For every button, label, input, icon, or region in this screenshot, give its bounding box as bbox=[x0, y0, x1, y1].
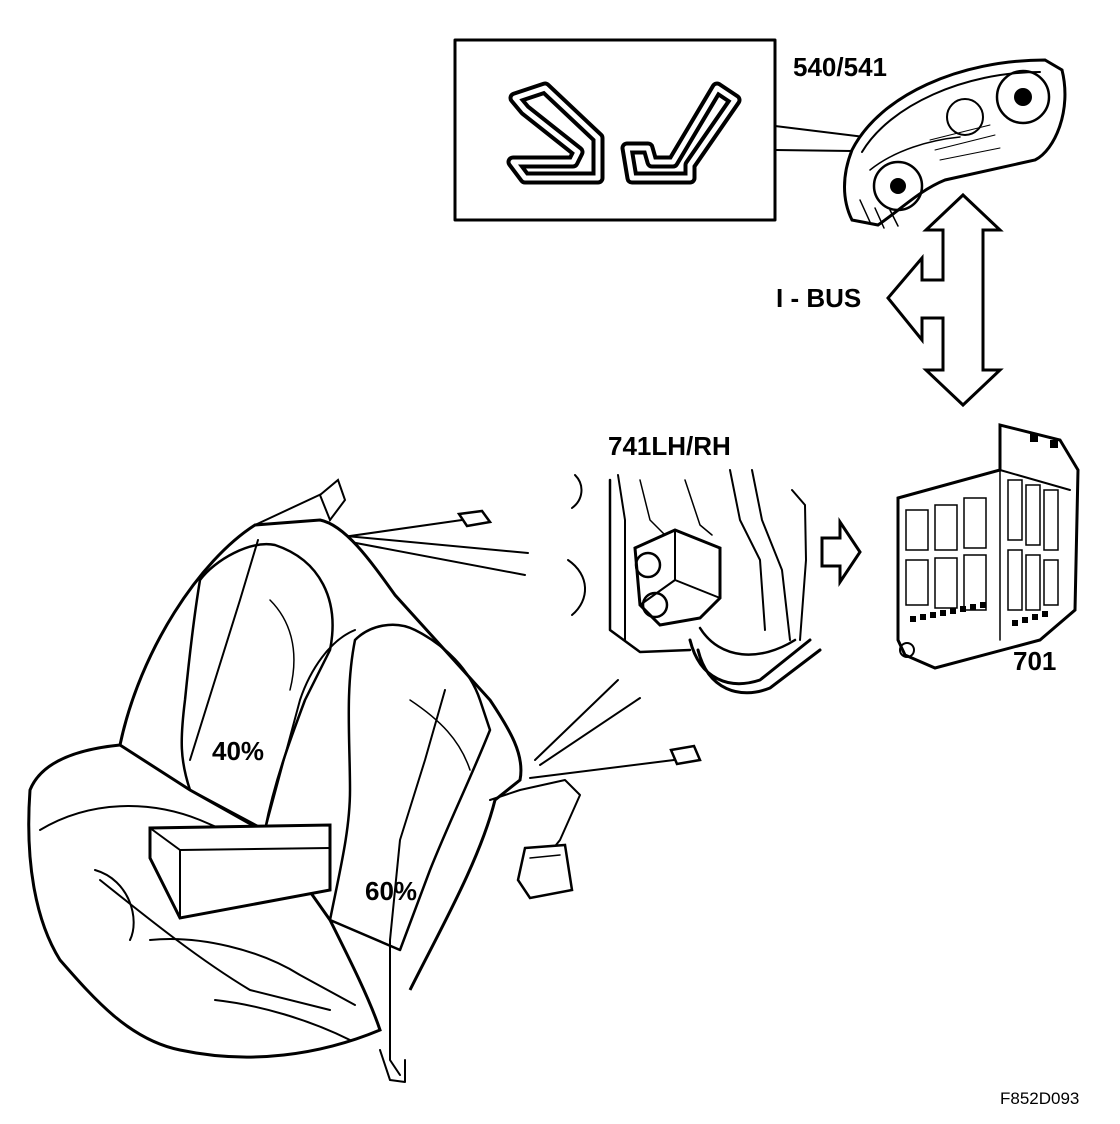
figure-code: F852D093 bbox=[1000, 1089, 1079, 1108]
sensor-741-detail bbox=[334, 469, 822, 766]
double-headed-arrow-icon bbox=[886, 192, 1004, 408]
central-module-701 bbox=[896, 423, 1080, 670]
instrument-cluster bbox=[843, 58, 1067, 229]
armrest-block bbox=[148, 823, 332, 920]
seat-left-label: 40% bbox=[212, 736, 264, 766]
seat-cushion-symbol-icon bbox=[506, 81, 605, 185]
tag-upper bbox=[321, 509, 493, 541]
bus-label: I - BUS bbox=[776, 283, 861, 313]
rear-seat bbox=[27, 478, 581, 1083]
sensor-label: 741LH/RH bbox=[608, 431, 731, 461]
seat-backrest-symbol-icon bbox=[620, 81, 742, 185]
module-label: 701 bbox=[1013, 646, 1056, 676]
belt-buckle bbox=[516, 843, 574, 900]
seat-right-label: 60% bbox=[365, 876, 417, 906]
tag-lower bbox=[529, 744, 702, 779]
symbol-panel bbox=[453, 38, 931, 222]
cluster-label: 540/541 bbox=[793, 52, 887, 82]
right-arrow-icon bbox=[820, 517, 862, 587]
